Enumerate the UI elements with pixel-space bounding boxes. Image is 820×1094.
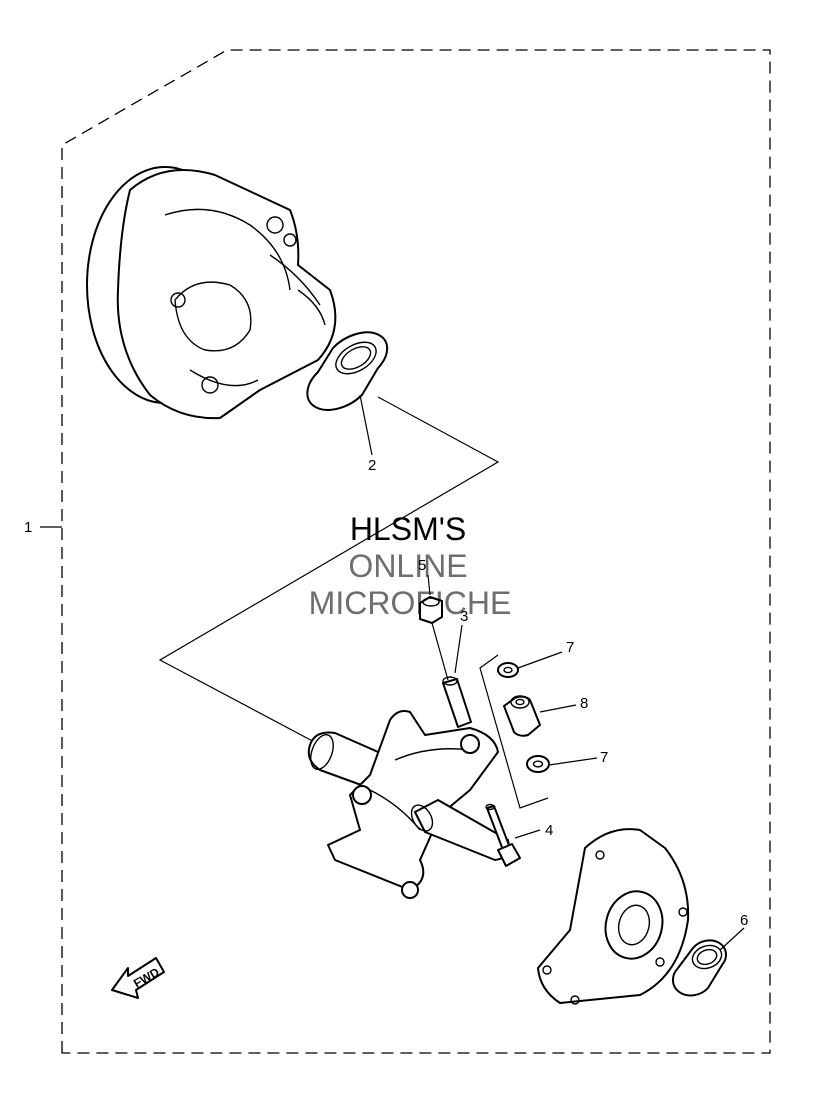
callout-7-top-leader [517, 651, 563, 669]
assembly-connector-line [158, 396, 500, 746]
callout-6-leader [719, 927, 745, 951]
pin-part-3 [442, 676, 472, 728]
callout-1: 1 [24, 519, 32, 536]
callout-8: 8 [580, 695, 588, 712]
callout-6: 6 [740, 912, 748, 929]
bushing-part-2 [306, 331, 389, 411]
nut-guide-line [431, 622, 449, 681]
callout-8-leader [539, 704, 577, 713]
watermark: HLSM'S ONLINE MICROFICHE [309, 511, 512, 621]
callout-5-leader [427, 574, 431, 596]
bolt-part-4 [485, 803, 521, 867]
svg-text:MICROFICHE: MICROFICHE [309, 585, 512, 621]
callout-2: 2 [368, 457, 376, 474]
bushing-part-6 [671, 939, 727, 997]
callout-7-bottom-leader [548, 757, 598, 766]
spider-arm-part [307, 710, 510, 899]
callout-7-top: 7 [566, 639, 574, 656]
washer-part-7-bottom [526, 755, 550, 773]
nut-part-5 [419, 596, 443, 624]
callout-7-bottom: 7 [600, 749, 608, 766]
svg-text:ONLINE: ONLINE [348, 548, 467, 584]
washer-part-7-top [497, 662, 519, 678]
svg-text:HLSM'S: HLSM'S [350, 511, 466, 547]
callout-3-leader [454, 624, 463, 674]
assembly-boundary [61, 49, 771, 1054]
sleeve-part-8 [503, 695, 541, 737]
callout-4: 4 [545, 822, 553, 839]
callout-2-leader [359, 394, 373, 456]
callout-4-leader [514, 829, 541, 839]
clutch-drum-part [86, 166, 337, 420]
fwd-arrow-icon: FWD [111, 957, 165, 999]
callout-5: 5 [418, 557, 426, 574]
callout-3: 3 [460, 608, 468, 625]
parts-group-bracket [479, 654, 549, 809]
cover-plate-part [537, 828, 690, 1005]
